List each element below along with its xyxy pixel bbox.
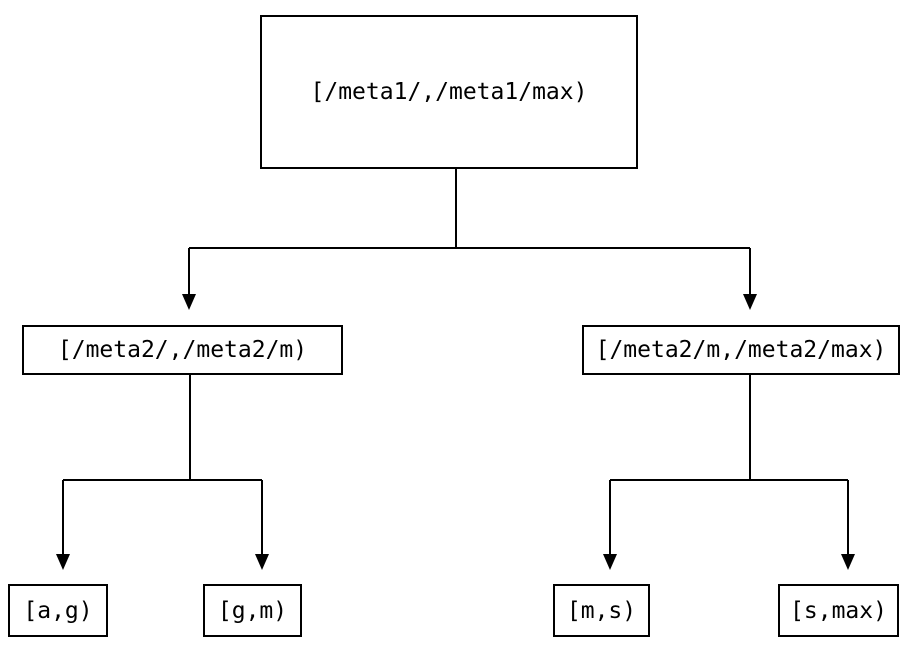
node-leaf-ms: [m,s) — [553, 584, 650, 637]
node-meta2-left-label: [/meta2/,/meta2/m) — [57, 337, 308, 363]
node-leaf-ag: [a,g) — [8, 584, 108, 637]
node-leaf-gm-label: [g,m) — [217, 597, 288, 624]
node-leaf-smax: [s,max) — [778, 584, 899, 637]
arrowhead-to-leaf-ms-icon — [603, 554, 617, 570]
node-leaf-ag-label: [a,g) — [23, 597, 93, 624]
node-meta2-right-label: [/meta2/m,/meta2/max) — [595, 337, 887, 363]
arrowhead-to-right-icon — [743, 294, 757, 310]
node-root-label: [/meta1/,/meta1/max) — [310, 79, 588, 105]
arrowhead-to-leaf-gm-icon — [255, 554, 269, 570]
node-meta2-left: [/meta2/,/meta2/m) — [22, 325, 343, 375]
arrowhead-to-left-icon — [182, 294, 196, 310]
node-leaf-smax-label: [s,max) — [790, 597, 887, 624]
arrowhead-to-leaf-ag-icon — [56, 554, 70, 570]
node-leaf-ms-label: [m,s) — [566, 597, 637, 624]
node-leaf-gm: [g,m) — [203, 584, 302, 637]
arrowhead-to-leaf-smax-icon — [841, 554, 855, 570]
node-meta2-right: [/meta2/m,/meta2/max) — [582, 325, 900, 375]
node-root: [/meta1/,/meta1/max) — [260, 15, 638, 169]
